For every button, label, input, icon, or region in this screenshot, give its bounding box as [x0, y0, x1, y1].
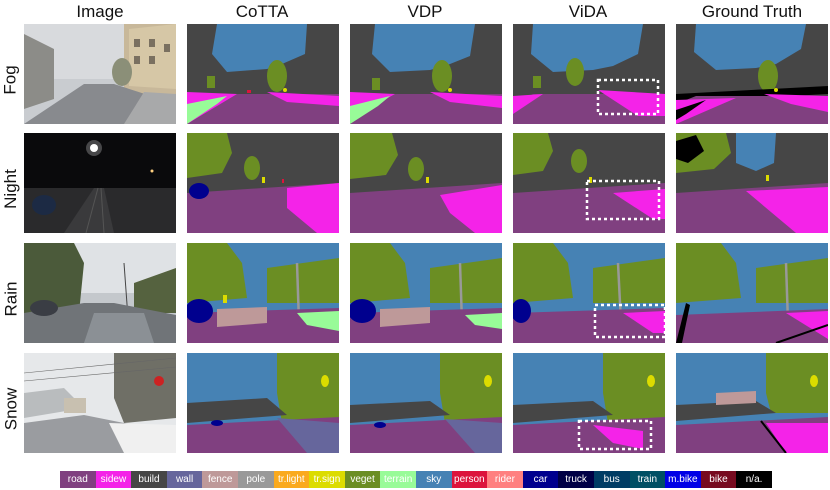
column-header-vdp: VDP	[407, 2, 443, 21]
column-header-ground-truth: Ground Truth	[701, 2, 803, 21]
highlight-box	[577, 419, 653, 451]
legend-item-wall: wall	[166, 471, 203, 488]
column-header-vida: ViDA	[568, 2, 608, 21]
legend-item-sidew: sidew	[95, 471, 132, 488]
fog-vida-segmentation	[513, 24, 665, 124]
snow-ground-truth-segmentation	[676, 353, 828, 453]
legend-item-m-bike: m.bike	[665, 471, 701, 488]
night-ground-truth-segmentation	[676, 133, 828, 233]
highlight-box	[593, 303, 665, 339]
night-vdp-segmentation	[350, 133, 502, 233]
fog-input-photo	[24, 24, 176, 124]
legend-item-n-a: n/a.	[736, 471, 772, 488]
legend-item-car: car	[522, 471, 559, 488]
legend-item-sky: sky	[415, 471, 452, 488]
night-cotta-segmentation	[187, 133, 339, 233]
legend-item-rider: rider	[487, 471, 523, 488]
rain-cotta-segmentation	[187, 243, 339, 343]
row-label-rain: Rain	[1, 281, 20, 317]
fog-vdp-segmentation	[350, 24, 502, 124]
row-label-night: Night	[1, 169, 20, 209]
legend-item-truck: truck	[558, 471, 594, 488]
snow-vida-segmentation	[513, 353, 665, 453]
legend-item-road: road	[60, 471, 96, 488]
legend-item-terrain: terrain	[380, 471, 416, 488]
column-header-cotta: CoTTA	[235, 2, 289, 21]
legend-item-person: person	[451, 471, 488, 488]
rain-vdp-segmentation	[350, 243, 502, 343]
legend-item-pole: pole	[237, 471, 274, 488]
column-header-image: Image	[76, 2, 124, 21]
rain-ground-truth-segmentation	[676, 243, 828, 343]
row-label-snow: Snow	[1, 387, 20, 431]
legend-item-veget: veget	[344, 471, 381, 488]
night-vida-segmentation	[513, 133, 665, 233]
row-label-fog: Fog	[1, 65, 21, 95]
fog-ground-truth-segmentation	[676, 24, 828, 124]
legend-item-tr-light: tr.light	[273, 471, 310, 488]
legend-item-train: train	[629, 471, 666, 488]
legend-item-fence: fence	[202, 471, 238, 488]
snow-cotta-segmentation	[187, 353, 339, 453]
rain-vida-segmentation	[513, 243, 665, 343]
legend-item-bus: bus	[593, 471, 630, 488]
legend-item-build: build	[131, 471, 167, 488]
legend-item-tr-sign: tr.sign	[309, 471, 345, 488]
rain-input-photo	[24, 243, 176, 343]
fog-cotta-segmentation	[187, 24, 339, 124]
highlight-box	[585, 179, 661, 221]
snow-input-photo	[24, 353, 176, 453]
legend-item-bike: bike	[700, 471, 737, 488]
night-input-photo	[24, 133, 176, 233]
highlight-box	[596, 78, 660, 116]
snow-vdp-segmentation	[350, 353, 502, 453]
